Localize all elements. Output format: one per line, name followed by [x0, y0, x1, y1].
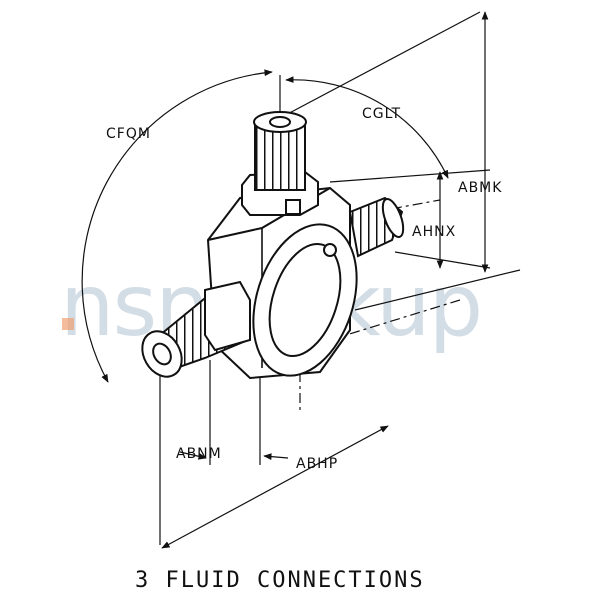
banjo-bore	[268, 242, 342, 358]
figure-caption: 3 FLUID CONNECTIONS	[135, 568, 425, 593]
label-cglt: CGLT	[362, 106, 401, 122]
cglt-arc	[285, 76, 449, 179]
watermark-accent	[62, 318, 74, 330]
label-abnm: ABNM	[176, 446, 222, 462]
tee-fitting	[141, 111, 405, 380]
cfqm-arc	[81, 69, 273, 383]
label-abmk: ABMK	[458, 180, 502, 196]
dimension-labels: CFQM CGLT ABMK AHNX ABNM ABHP	[106, 106, 502, 472]
extension-lines	[159, 11, 521, 545]
abhp-dimension	[161, 425, 389, 549]
label-ahnx: AHNX	[412, 224, 456, 240]
label-cfqm: CFQM	[106, 126, 151, 142]
dimension-lines	[81, 11, 489, 549]
label-abhp: ABHP	[296, 456, 338, 472]
